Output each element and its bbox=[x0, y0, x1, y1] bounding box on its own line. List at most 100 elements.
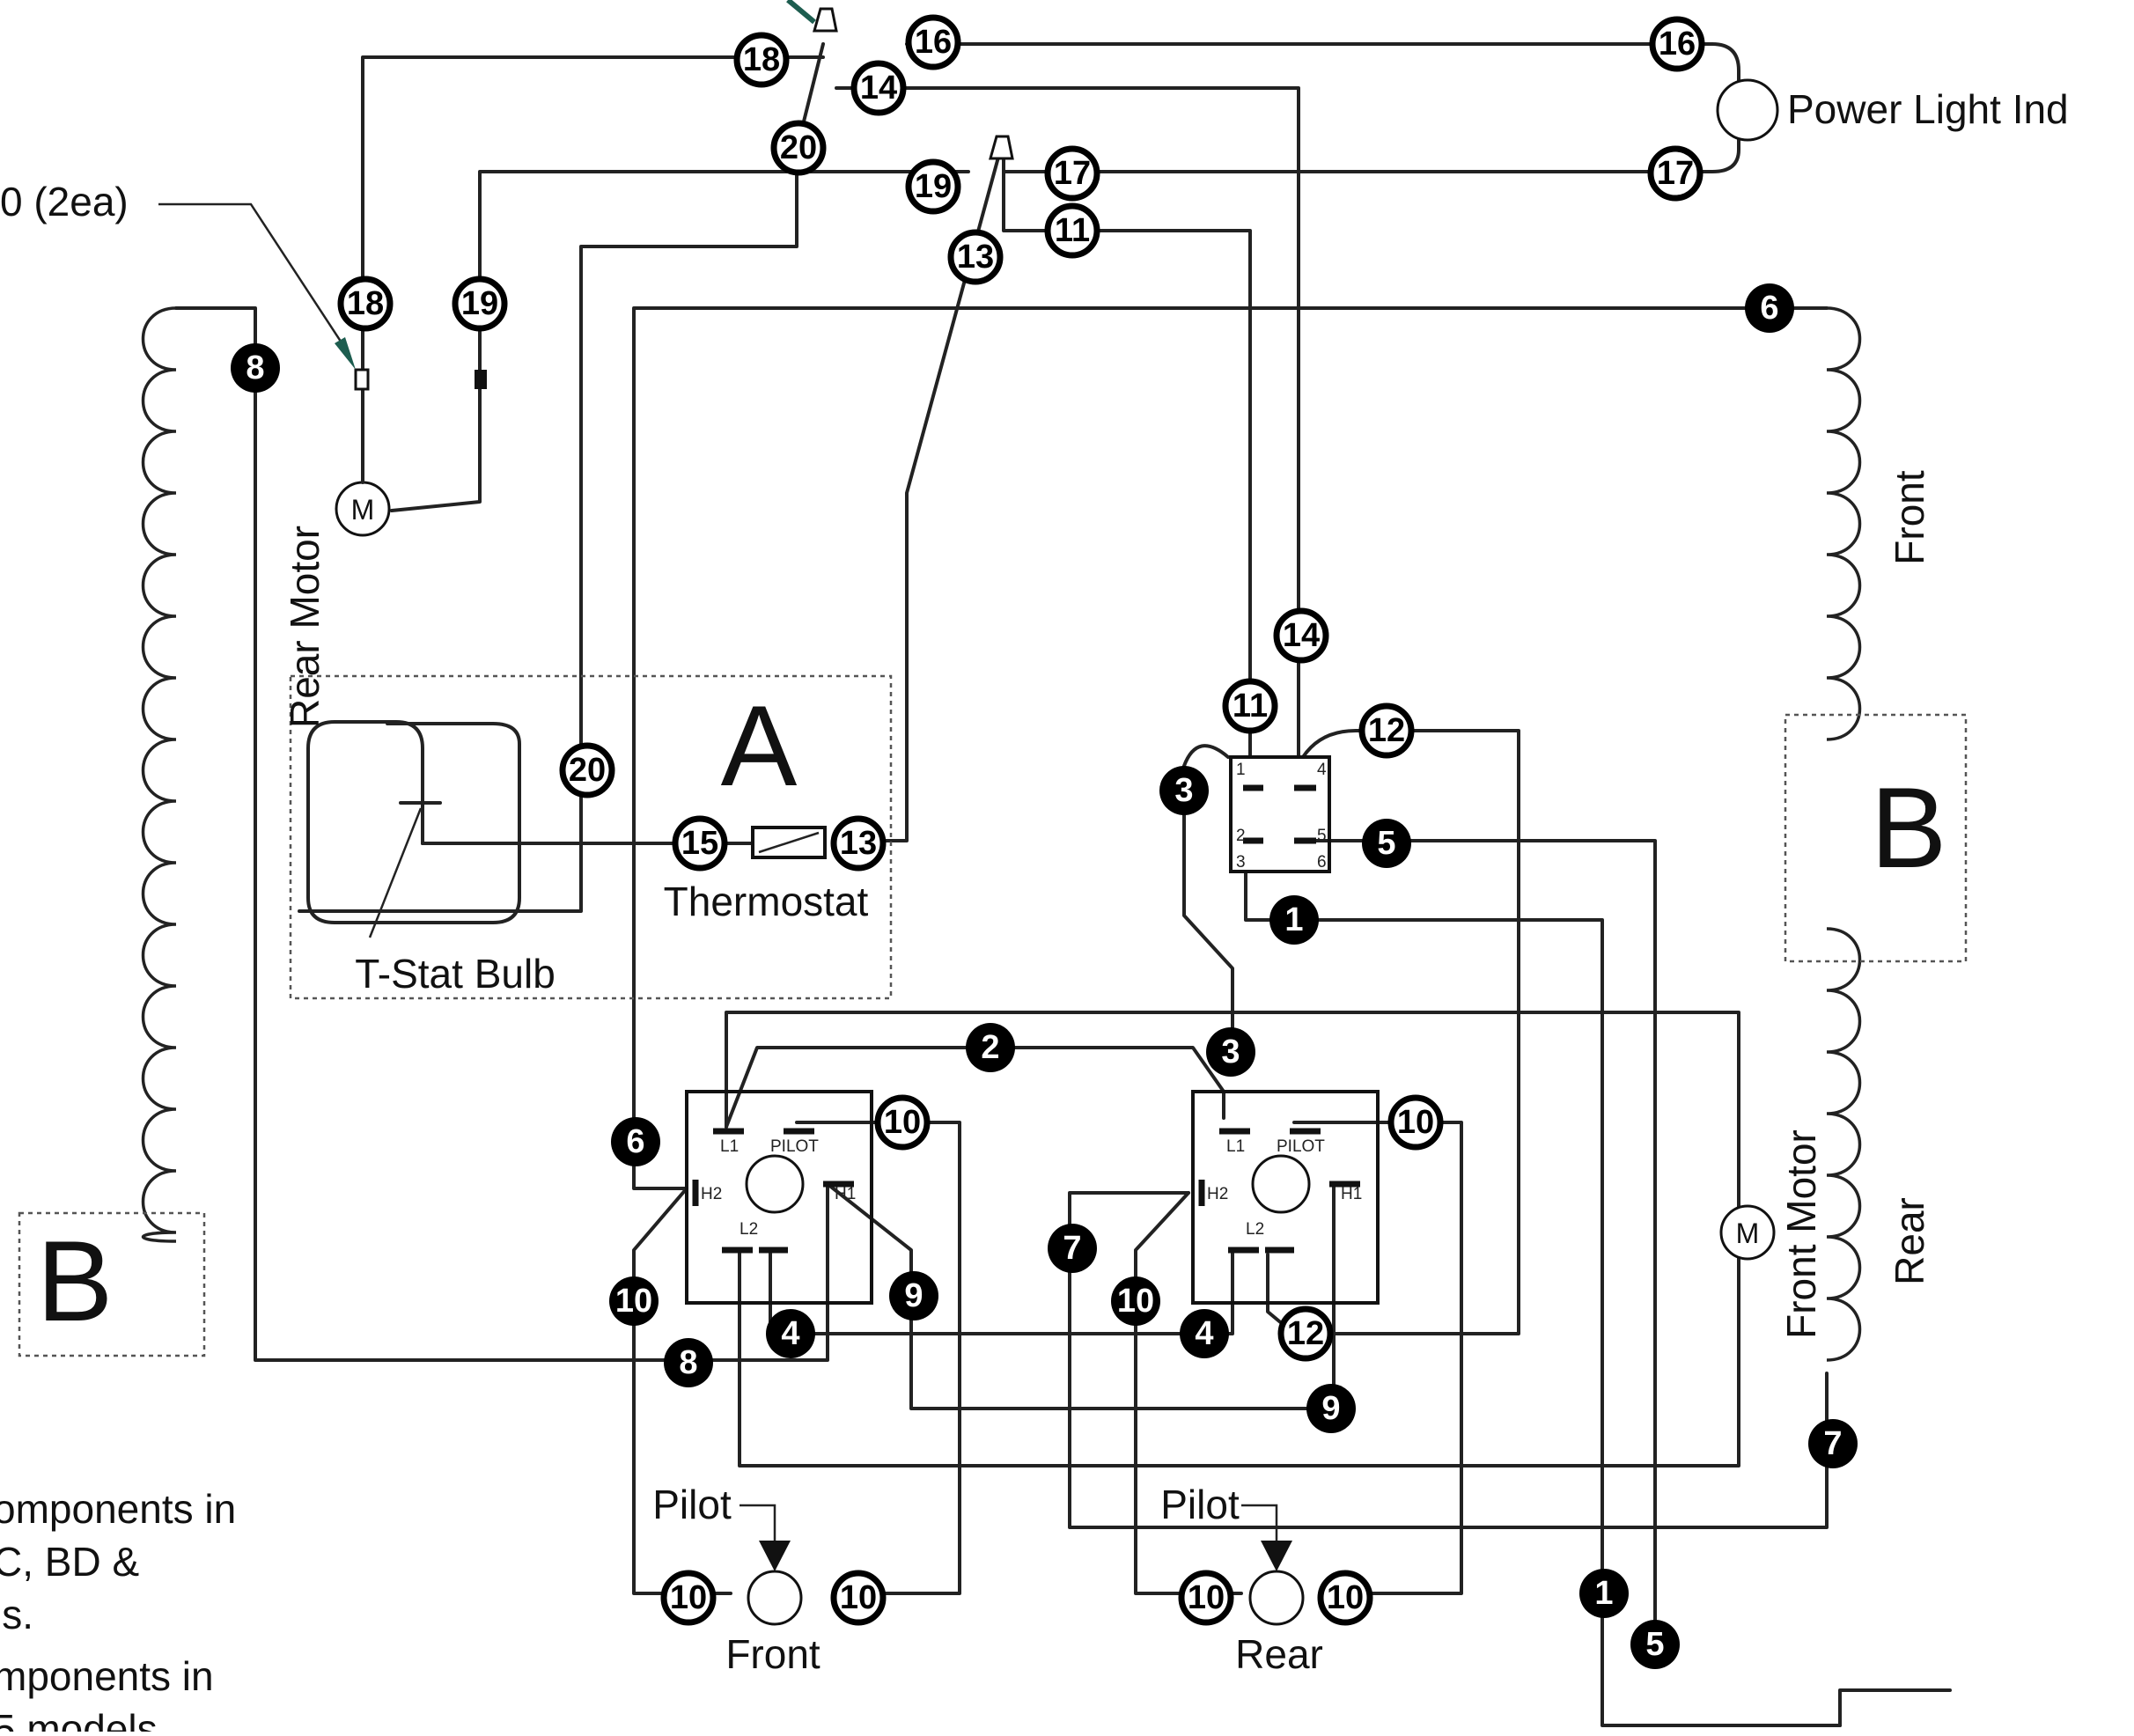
svg-text:10: 10 bbox=[1327, 1579, 1364, 1616]
note-line-3: ls. bbox=[0, 1592, 33, 1637]
note-line-5: 5 models. bbox=[0, 1706, 168, 1732]
svg-text:2: 2 bbox=[981, 1029, 999, 1066]
wire-marker-12b: 12 bbox=[1277, 1306, 1334, 1362]
fuse-1 bbox=[354, 368, 370, 391]
wire-marker-14b: 14 bbox=[1273, 607, 1329, 664]
wire-marker-16b: 16 bbox=[1649, 16, 1705, 72]
wire-marker-4a: 4 bbox=[766, 1309, 815, 1358]
rear-element-label: Rear bbox=[1887, 1197, 1932, 1285]
svg-text:9: 9 bbox=[904, 1277, 923, 1314]
front-pilot-lamp bbox=[747, 1570, 803, 1626]
wire-marker-6b: 6 bbox=[611, 1117, 660, 1166]
relay-terminal-6: 6 bbox=[1317, 853, 1327, 872]
svg-text:11: 11 bbox=[1055, 212, 1090, 249]
wire-marker-6a: 6 bbox=[1745, 283, 1794, 333]
svg-text:18: 18 bbox=[743, 41, 780, 78]
svg-text:10: 10 bbox=[615, 1283, 652, 1320]
wire-marker-18b: 18 bbox=[337, 276, 394, 332]
svg-text:5: 5 bbox=[1645, 1626, 1664, 1663]
wire-marker-5a: 5 bbox=[1362, 819, 1411, 868]
note-line-1: omponents in bbox=[0, 1486, 236, 1532]
wire-marker-19b: 19 bbox=[452, 276, 508, 332]
wire-marker-11a: 11 bbox=[1044, 202, 1100, 259]
rear-motor-label: Rear Motor bbox=[282, 526, 327, 728]
left-switch-h2: H2 bbox=[701, 1185, 722, 1203]
svg-text:8: 8 bbox=[679, 1344, 697, 1381]
svg-text:11: 11 bbox=[1233, 688, 1268, 725]
wire-marker-9a: 9 bbox=[889, 1271, 938, 1320]
wire-marker-5b: 5 bbox=[1630, 1620, 1680, 1669]
thermostat-symbol bbox=[751, 826, 827, 859]
wires bbox=[174, 42, 1952, 1727]
front-element-label: Front bbox=[1887, 470, 1932, 565]
wire-marker-13b: 13 bbox=[830, 815, 887, 872]
wire-marker-15: 15 bbox=[672, 815, 728, 872]
ref-pointer bbox=[158, 202, 350, 353]
svg-text:10: 10 bbox=[884, 1104, 921, 1141]
svg-text:7: 7 bbox=[1823, 1425, 1842, 1462]
front-pilot-label: Front bbox=[725, 1631, 820, 1677]
wire-marker-9b: 9 bbox=[1306, 1384, 1356, 1433]
thermostat-label: Thermostat bbox=[664, 879, 869, 924]
svg-text:4: 4 bbox=[1195, 1315, 1213, 1352]
section-a-box bbox=[289, 674, 893, 1000]
ref-arrow-icon bbox=[335, 337, 356, 370]
svg-text:10: 10 bbox=[1117, 1283, 1154, 1320]
svg-text:3: 3 bbox=[1174, 772, 1193, 809]
wire-marker-12a: 12 bbox=[1358, 702, 1415, 759]
svg-text:16: 16 bbox=[1659, 26, 1696, 63]
wire-marker-8a: 8 bbox=[231, 343, 280, 393]
notes: omponents in C, BD & ls. mponents in 5 m… bbox=[0, 1486, 236, 1736]
heating-element-front bbox=[1826, 306, 1862, 1362]
right-switch-h1: H1 bbox=[1341, 1185, 1362, 1203]
fuse-2 bbox=[475, 370, 487, 389]
rear-pilot-label: Rear bbox=[1235, 1631, 1323, 1677]
front-motor-symbol bbox=[1719, 1204, 1776, 1261]
relay: 2 4 5 3 6 1 bbox=[1229, 755, 1331, 873]
wire-marker-7a: 7 bbox=[1048, 1224, 1097, 1273]
wire-marker-1a: 1 bbox=[1269, 895, 1319, 945]
wire-marker-7b: 7 bbox=[1808, 1419, 1858, 1468]
rear-pilot-lamp bbox=[1248, 1570, 1305, 1626]
front-pilot-pointer bbox=[740, 1504, 776, 1554]
power-light-label: Power Light Ind bbox=[1787, 86, 2069, 132]
svg-text:4: 4 bbox=[781, 1315, 799, 1352]
note-line-4: mponents in bbox=[0, 1653, 214, 1699]
left-switch-h1: H1 bbox=[835, 1185, 856, 1203]
wire-marker-4b: 4 bbox=[1180, 1309, 1229, 1358]
svg-text:7: 7 bbox=[1063, 1230, 1081, 1267]
wire-marker-10b: 10 bbox=[1387, 1094, 1444, 1151]
svg-text:1: 1 bbox=[1594, 1575, 1613, 1612]
svg-text:8: 8 bbox=[246, 349, 264, 386]
svg-text:3: 3 bbox=[1221, 1034, 1240, 1070]
left-switch-l2: L2 bbox=[740, 1220, 758, 1239]
svg-text:19: 19 bbox=[915, 168, 952, 205]
wire-marker-10g: 10 bbox=[1178, 1570, 1234, 1626]
wire-marker-10h: 10 bbox=[1317, 1570, 1373, 1626]
svg-text:14: 14 bbox=[860, 70, 897, 107]
partial-ref-label: 0 (2ea) bbox=[0, 179, 129, 224]
terminal-block-2 bbox=[989, 135, 1014, 160]
svg-text:12: 12 bbox=[1368, 712, 1405, 749]
wire-marker-10e: 10 bbox=[660, 1570, 717, 1626]
wire-marker-17b: 17 bbox=[1647, 145, 1704, 202]
wire-marker-1b: 1 bbox=[1579, 1569, 1629, 1618]
wire-marker-11b: 11 bbox=[1222, 678, 1278, 734]
wire-marker-20a: 20 bbox=[770, 120, 827, 176]
front-motor-label: Front Motor bbox=[1778, 1129, 1824, 1339]
svg-text:1: 1 bbox=[1284, 901, 1303, 938]
wire-marker-13a: 13 bbox=[947, 229, 1004, 285]
section-b-label-right: B bbox=[1871, 763, 1947, 892]
svg-text:10: 10 bbox=[670, 1579, 707, 1616]
wire-markers: 18 16 16 14 20 19 17 17 11 13 18 19 6 8 … bbox=[231, 14, 1858, 1669]
front-motor-m: M bbox=[1736, 1217, 1760, 1249]
svg-text:12: 12 bbox=[1287, 1315, 1324, 1352]
infinite-switch-left: L1 PILOT H2 H1 L2 bbox=[685, 1090, 873, 1305]
wire-marker-10f: 10 bbox=[830, 1570, 887, 1626]
svg-text:13: 13 bbox=[840, 825, 877, 862]
wire-marker-3b: 3 bbox=[1206, 1027, 1255, 1077]
wire-marker-14a: 14 bbox=[850, 60, 907, 116]
wire-marker-16a: 16 bbox=[905, 14, 961, 70]
